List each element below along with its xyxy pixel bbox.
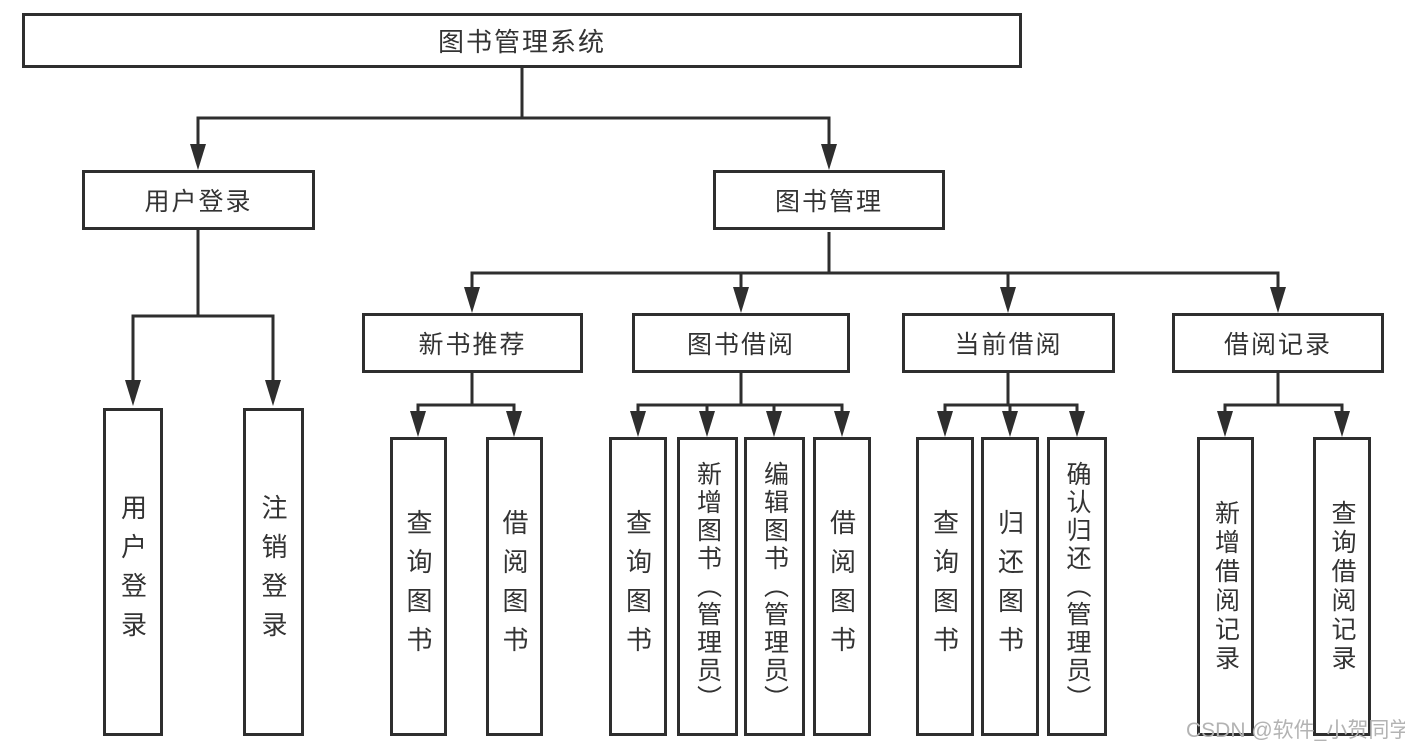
- node-label: 用户登录: [117, 494, 148, 650]
- arrowhead: [190, 144, 206, 170]
- arrowhead: [506, 411, 522, 437]
- node-book-management: 图书管理: [713, 170, 945, 230]
- connector-mgmt-rail: [470, 271, 1280, 289]
- leaf-add-books-admin: 新增图书（管理员）: [677, 437, 738, 736]
- node-book-borrow: 图书借阅: [632, 313, 850, 373]
- arrowhead: [1002, 411, 1018, 437]
- leaf-logout: 注销登录: [243, 408, 304, 736]
- arrowhead: [937, 411, 953, 437]
- arrowhead: [1217, 411, 1233, 437]
- node-label: 图书借阅: [686, 331, 795, 359]
- arrowhead: [630, 411, 646, 437]
- connector-borrow-rail: [636, 403, 844, 413]
- leaf-query-books-2: 查询图书: [609, 437, 667, 736]
- leaf-user-login: 用户登录: [103, 408, 163, 736]
- arrowhead: [821, 144, 837, 170]
- node-label: 查询图书: [929, 508, 960, 665]
- leaf-query-books-3: 查询图书: [916, 437, 974, 736]
- node-root-library-system: 图书管理系统: [22, 13, 1022, 68]
- node-new-book-recommend: 新书推荐: [362, 313, 583, 373]
- leaf-edit-books-admin: 编辑图书（管理员）: [744, 437, 805, 736]
- arrowhead: [834, 411, 850, 437]
- node-label: 图书管理系统: [437, 27, 606, 57]
- node-label: 当前借阅: [954, 331, 1063, 359]
- node-label: 用户登录: [144, 188, 253, 216]
- node-label: 查询借阅记录: [1328, 499, 1356, 674]
- arrowhead: [766, 411, 782, 437]
- leaf-borrow-books-2: 借阅图书: [813, 437, 871, 736]
- arrowhead: [1069, 411, 1085, 437]
- arrowhead: [1334, 411, 1350, 437]
- node-label: 图书管理: [774, 188, 883, 216]
- arrowhead: [265, 380, 281, 406]
- node-label: 确认归还（管理员）: [1063, 460, 1091, 713]
- arrowhead: [733, 287, 749, 313]
- leaf-query-borrow-record: 查询借阅记录: [1313, 437, 1371, 736]
- node-label: 新增图书（管理员）: [693, 460, 722, 713]
- connector-root-rail: [196, 116, 831, 146]
- leaf-add-borrow-record: 新增借阅记录: [1197, 437, 1254, 736]
- node-label: 借阅图书: [826, 508, 857, 665]
- node-borrow-records: 借阅记录: [1172, 313, 1384, 373]
- leaf-return-books: 归还图书: [981, 437, 1039, 736]
- connector-records-rail: [1223, 403, 1344, 413]
- connector-recommend-rail: [416, 403, 516, 413]
- node-label: 借阅记录: [1223, 331, 1332, 359]
- node-label: 查询图书: [622, 508, 653, 665]
- leaf-query-books-1: 查询图书: [390, 437, 447, 736]
- arrowhead: [464, 287, 480, 313]
- leaf-borrow-books-1: 借阅图书: [486, 437, 543, 736]
- watermark: CSDN @软件_小贺同学: [1186, 719, 1405, 742]
- leaf-confirm-return-admin: 确认归还（管理员）: [1047, 437, 1107, 736]
- arrowhead: [1000, 287, 1016, 313]
- node-label: 编辑图书（管理员）: [760, 460, 789, 713]
- connector-login-rail: [131, 314, 275, 382]
- node-label: 归还图书: [994, 508, 1025, 665]
- node-current-borrow: 当前借阅: [902, 313, 1115, 373]
- node-label: 新书推荐: [418, 331, 527, 359]
- arrowhead: [125, 380, 141, 406]
- node-label: 借阅图书: [499, 508, 529, 665]
- arrowhead: [1270, 287, 1286, 313]
- node-user-login: 用户登录: [82, 170, 315, 230]
- arrowhead: [410, 411, 426, 437]
- node-label: 查询图书: [403, 508, 433, 665]
- node-label: 注销登录: [258, 494, 288, 650]
- node-label: 新增借阅记录: [1211, 499, 1240, 674]
- arrowhead: [699, 411, 715, 437]
